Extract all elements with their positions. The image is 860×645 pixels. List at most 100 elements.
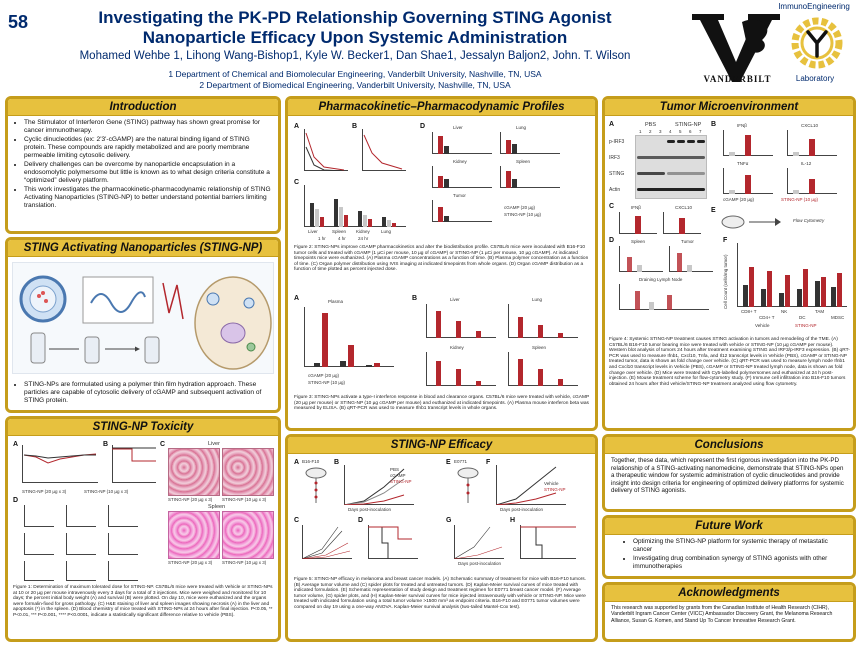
intro-bullet-3: Delivery challenges can be overcome by n… xyxy=(24,161,272,185)
poster-number: 58 xyxy=(8,12,29,32)
liver-caption-low: STING-NP (10 µg x 3) xyxy=(222,497,267,502)
liver-caption-high: STING-NP (20 µg x 3) xyxy=(168,497,213,502)
figure-1-caption: Figure 1: Determination of maximum toler… xyxy=(13,585,273,618)
poster-title: Investigating the PK-PD Relationship Gov… xyxy=(98,8,612,47)
sting-np-bullet-1: STING-NPs are formulated using a polymer… xyxy=(24,381,272,405)
fig3-legend-stingnp: STING-NP (10 µg) xyxy=(308,380,346,385)
vanderbilt-oak-leaf-logo xyxy=(692,14,780,82)
tox-label-a: A xyxy=(13,441,19,448)
tme-legend-cgamp: cGAMP (20 µg) xyxy=(723,197,755,202)
tme-f-flow-plot xyxy=(737,243,847,307)
fig2c-legend-4hr: 4 hr xyxy=(338,236,346,241)
eff-label-h: H xyxy=(510,517,516,524)
tme-c-bar-1 xyxy=(635,216,641,234)
tme-panel: Tumor Microenvironment A PBS STING-NP 1 … xyxy=(602,96,856,431)
fig3-kidney-title: Kidney xyxy=(450,345,464,350)
tme-d-tumor-title: Tumor xyxy=(681,239,694,244)
eff-legend-vehicle: Vehicle xyxy=(544,481,559,486)
future-work-heading: Future Work xyxy=(605,518,853,535)
tme-c-bar-2 xyxy=(679,218,685,234)
introduction-bullets: The Stimulator of Interferon Gene (STING… xyxy=(14,119,272,210)
tme-f-x-dc: DC xyxy=(799,315,806,320)
tox-legend-1: STING-NP (20 µg x 3) xyxy=(22,489,67,494)
tme-e-mouse-scheme xyxy=(721,215,781,229)
tox-weight-plot xyxy=(22,445,98,483)
eff-model-e0771: E0771 xyxy=(454,459,468,464)
conclusions-panel: Conclusions Together, these data, which … xyxy=(602,434,856,512)
fig2d-kidney-title: Kidney xyxy=(453,159,467,164)
fig2c-x-kidney: Kidney xyxy=(356,229,370,234)
fig2c-legend-24hr: 24 hr xyxy=(358,236,369,241)
tme-f-legend-vehicle: Vehicle xyxy=(755,323,770,328)
eff-spider-plot-g xyxy=(454,525,504,559)
introduction-heading: Introduction xyxy=(8,99,278,116)
intro-bullet-2: Cyclic dinucleotides (ex: 2'3'-cGAMP) ar… xyxy=(24,136,272,160)
eff-label-c: C xyxy=(294,517,300,524)
western-row-actin: Actin xyxy=(609,187,621,193)
tme-f-x-tam: TAM xyxy=(815,309,825,314)
tme-c-cxcl10-title: CXCL10 xyxy=(675,205,693,210)
conclusions-text: Together, these data, which represent th… xyxy=(611,457,844,495)
eff-label-d: D xyxy=(358,517,364,524)
fig3-liver-title: Liver xyxy=(450,297,460,302)
lane-4: 4 xyxy=(669,129,672,134)
spleen-histology-high xyxy=(168,511,220,559)
intro-bullet-1: The Stimulator of Interferon Gene (STING… xyxy=(24,119,272,135)
fig2d-spleen-title: Spleen xyxy=(516,159,531,164)
fig2c-x-liver: Liver xyxy=(308,229,318,234)
future-work-bullets: Optimizing the STING-NP platform for sys… xyxy=(623,538,847,571)
tox-survival-lines xyxy=(112,447,156,462)
eff-xlabel-b: Days post-inoculation xyxy=(348,507,392,512)
liver-histology-low xyxy=(222,448,274,496)
tme-d-dln-plot xyxy=(619,284,709,310)
tox-weight-lines xyxy=(23,453,97,464)
sting-np-bullets: STING-NPs are formulated using a polymer… xyxy=(14,381,272,405)
tme-c-ifnb-title: IFNβ xyxy=(631,205,641,210)
spleen-histology-low xyxy=(222,511,274,559)
fig2c-x-lung: Lung xyxy=(381,229,392,234)
figure-5-caption: Figure 5: STING-NP efficacy in melanoma … xyxy=(294,577,587,610)
western-row-pirf3: p-IRF3 xyxy=(609,139,625,145)
toxicity-panel: STING-NP Toxicity A B STING-NP (20 µg x … xyxy=(5,416,281,642)
lane-5: 5 xyxy=(679,129,682,134)
eff-spider-plot-c xyxy=(302,525,352,559)
tme-b-tnfa-title: TNFα xyxy=(737,161,749,166)
fig2c-legend-1hr: 1 hr xyxy=(318,236,326,241)
eff-survival-h-lines xyxy=(520,526,576,559)
tox-survival-plot xyxy=(112,445,156,483)
fig2-label-a: A xyxy=(294,123,300,130)
histology-spleen-title: Spleen xyxy=(208,504,226,510)
eff-model-b16: B16-F10 xyxy=(302,459,320,464)
eff-xlabel-g: Days post-inoculation xyxy=(458,561,502,566)
affiliation-1: 1 Department of Chemical and Biomolecula… xyxy=(168,69,542,79)
conclusions-heading: Conclusions xyxy=(605,437,853,454)
tme-label-c: C xyxy=(609,203,615,210)
fig2-label-d: D xyxy=(420,123,426,130)
fig3-legend-cgamp: cGAMP (20 µg) xyxy=(308,373,340,378)
tox-label-c: C xyxy=(160,441,166,448)
lane-6: 6 xyxy=(689,129,692,134)
pkpd-panel: Pharmacokinetic–Pharmacodynamic Profiles… xyxy=(285,96,598,431)
eff-label-b: B xyxy=(334,459,340,466)
fig3-label-b: B xyxy=(412,295,418,302)
acknowledgments-heading: Acknowledgments xyxy=(605,585,853,602)
tox-label-b: B xyxy=(103,441,109,448)
tme-f-legend-stingnp: STING-NP xyxy=(795,323,817,328)
sting-np-schematic xyxy=(12,262,274,374)
tme-d-dln-title: Draining Lymph Node xyxy=(639,277,683,282)
spleen-caption-high: STING-NP (20 µg x 3) xyxy=(168,560,213,565)
efficacy-heading: STING-NP Efficacy xyxy=(288,437,595,454)
spleen-caption-low: STING-NP (10 µg x 3) xyxy=(222,560,267,565)
tme-label-b: B xyxy=(711,121,717,128)
eff-legend-pbs: PBS xyxy=(390,467,400,472)
tme-b-ifnb-title: IFNβ xyxy=(737,123,747,128)
fig3-lung-title: Lung xyxy=(532,297,543,302)
fig2c-x-spleen: Spleen xyxy=(332,229,347,234)
sting-np-heading: STING Activating Nanoparticles (STING-NP… xyxy=(8,240,278,257)
tme-label-d: D xyxy=(609,237,615,244)
tme-f-x-nk: NK xyxy=(781,309,788,314)
tox-label-d: D xyxy=(13,497,19,504)
eff-label-f: F xyxy=(486,459,491,466)
eff-b16-volume-plot xyxy=(344,465,414,505)
eff-spider-g-lines xyxy=(454,526,503,559)
